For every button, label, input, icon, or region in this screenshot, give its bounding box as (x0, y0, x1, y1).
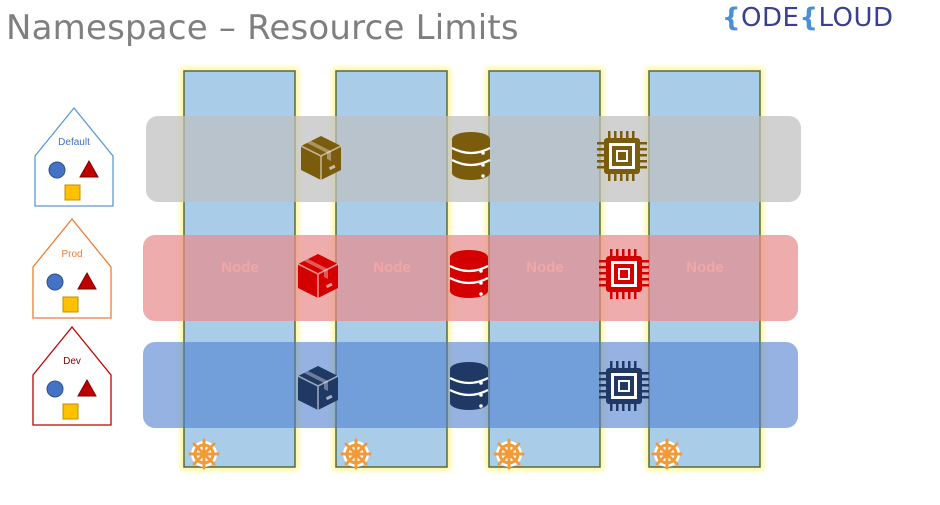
namespace-label-prod: Prod (61, 249, 83, 260)
node-label-1: Node (221, 259, 259, 276)
house-dev (32, 325, 112, 426)
house-prod (32, 217, 112, 319)
node-label-2: Node (373, 259, 411, 276)
namespace-label-dev: Dev (63, 356, 81, 367)
database-icon (450, 130, 492, 182)
node-label-4: Node (686, 259, 724, 276)
database-icon (448, 360, 490, 412)
logo-brace-mid: { (799, 3, 819, 33)
namespace-label-default: Default (58, 137, 90, 148)
house-default (34, 106, 114, 207)
logo-text-1: ODE (741, 3, 800, 33)
node-label-3: Node (526, 259, 564, 276)
kubernetes-helm-icon (340, 438, 372, 470)
logo-text-2: LOUD (818, 3, 894, 33)
kubernetes-helm-icon (188, 438, 220, 470)
kubernetes-helm-icon (651, 438, 683, 470)
database-icon (448, 248, 490, 300)
logo-brace-left: { (722, 3, 742, 33)
kodekloud-logo: { ODE { LOUD (722, 0, 940, 36)
page-title: Namespace – Resource Limits (6, 8, 519, 48)
kubernetes-helm-icon (493, 438, 525, 470)
